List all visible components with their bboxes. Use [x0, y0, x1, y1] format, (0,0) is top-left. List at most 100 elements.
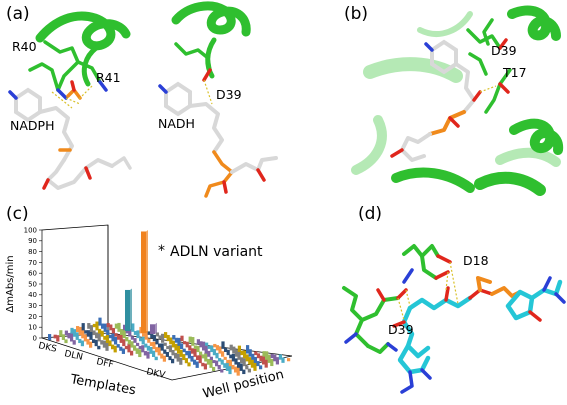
panel-a: (a) R40	[6, 1, 278, 198]
minor-bar	[86, 339, 90, 345]
minor-bar	[164, 332, 168, 338]
minor-bar	[231, 364, 235, 370]
minor-bar	[245, 365, 249, 370]
minor-bar	[136, 330, 140, 339]
minor-bar	[149, 346, 153, 354]
minor-bar	[187, 351, 191, 359]
minor-bar	[86, 330, 90, 337]
minor-bar	[106, 329, 110, 336]
minor-bar	[171, 340, 175, 348]
minor-bar	[267, 354, 271, 363]
panel-b: (b)	[344, 4, 564, 196]
minor-bar	[188, 336, 192, 343]
minor-bar	[183, 341, 187, 345]
panel-d: (d)	[342, 204, 566, 394]
minor-bar	[246, 345, 250, 354]
minor-bar	[221, 351, 225, 357]
y-tick-label: 20	[28, 313, 37, 321]
panel-b-residues	[466, 18, 512, 114]
minor-bar	[146, 351, 150, 359]
minor-bar	[67, 332, 71, 339]
minor-bar	[198, 355, 202, 364]
minor-bar	[190, 355, 194, 362]
minor-bar	[237, 362, 241, 368]
minor-bar	[225, 362, 229, 371]
minor-bar	[64, 330, 68, 336]
minor-bar	[124, 345, 128, 350]
y-tick-label: 10	[28, 324, 37, 332]
category-label: DFF	[95, 357, 114, 370]
minor-bar	[199, 351, 203, 356]
minor-bar	[158, 335, 162, 340]
minor-bar	[155, 332, 159, 337]
minor-bar	[152, 334, 156, 342]
minor-bar	[158, 343, 162, 348]
minor-bar	[180, 335, 184, 342]
chart-back-wall-left	[41, 224, 109, 338]
minor-bar	[275, 357, 279, 365]
minor-bar	[234, 358, 238, 365]
minor-bar	[141, 336, 145, 345]
bar-chart-3d: 0102030405060708090100ΔmAbs/minDKSDLNDFF…	[5, 224, 293, 381]
minor-bar	[204, 345, 208, 354]
minor-bar	[89, 325, 93, 332]
panel-d-residues	[342, 244, 452, 354]
minor-bar	[133, 345, 137, 351]
minor-bar	[146, 345, 150, 351]
minor-bar	[92, 330, 96, 336]
minor-bar	[103, 323, 107, 332]
minor-bar	[83, 334, 87, 342]
minor-bar	[265, 351, 269, 360]
minor-bar	[204, 352, 208, 362]
minor-bar	[122, 339, 126, 347]
minor-bar	[182, 348, 186, 353]
minor-bar	[144, 343, 148, 348]
minor-bar	[105, 334, 109, 343]
minor-bar	[117, 322, 121, 332]
minor-bar	[163, 349, 167, 354]
minor-bar	[133, 331, 137, 335]
minor-bar	[139, 337, 143, 342]
minor-bar	[213, 343, 217, 348]
minor-bar	[130, 350, 134, 356]
minor-bar	[113, 345, 117, 353]
minor-bar	[179, 349, 183, 357]
minor-bar	[141, 345, 145, 353]
minor-bar	[160, 353, 164, 359]
minor-bar	[119, 346, 123, 351]
minor-bar	[248, 357, 252, 365]
minor-bar	[193, 345, 197, 349]
panel-d-ligand	[392, 261, 566, 394]
minor-bar	[196, 345, 200, 353]
minor-bar	[152, 350, 156, 357]
panel-a-letter: (a)	[6, 4, 30, 24]
minor-bar	[111, 344, 115, 350]
minor-bar	[143, 351, 147, 356]
panel-c: (c) 0102030405060708090100ΔmAbs/minDKSDL…	[5, 204, 293, 402]
minor-bar	[61, 334, 65, 340]
minor-bar	[224, 347, 228, 352]
y-tick-label: 90	[28, 237, 37, 245]
category-label: DKV	[145, 367, 166, 381]
minor-bar	[218, 346, 222, 354]
label-d39-a: D39	[216, 87, 242, 102]
panel-c-letter: (c)	[6, 204, 29, 224]
minor-bar	[53, 334, 57, 339]
minor-bar	[120, 329, 124, 335]
minor-bar	[237, 345, 241, 352]
minor-bar	[201, 362, 205, 367]
minor-bar	[121, 348, 125, 354]
minor-bar	[84, 330, 88, 334]
minor-bar	[135, 348, 139, 354]
minor-bar	[206, 358, 210, 365]
minor-bar	[98, 317, 102, 326]
highlight-bar-side	[130, 288, 132, 331]
minor-bar	[103, 336, 107, 340]
minor-bar	[237, 351, 241, 360]
minor-bar	[182, 354, 186, 361]
minor-bar	[114, 333, 118, 337]
y-tick-label: 50	[28, 280, 37, 288]
minor-bar	[122, 329, 126, 339]
label-d18: D18	[463, 253, 489, 268]
minor-bar	[155, 339, 159, 345]
